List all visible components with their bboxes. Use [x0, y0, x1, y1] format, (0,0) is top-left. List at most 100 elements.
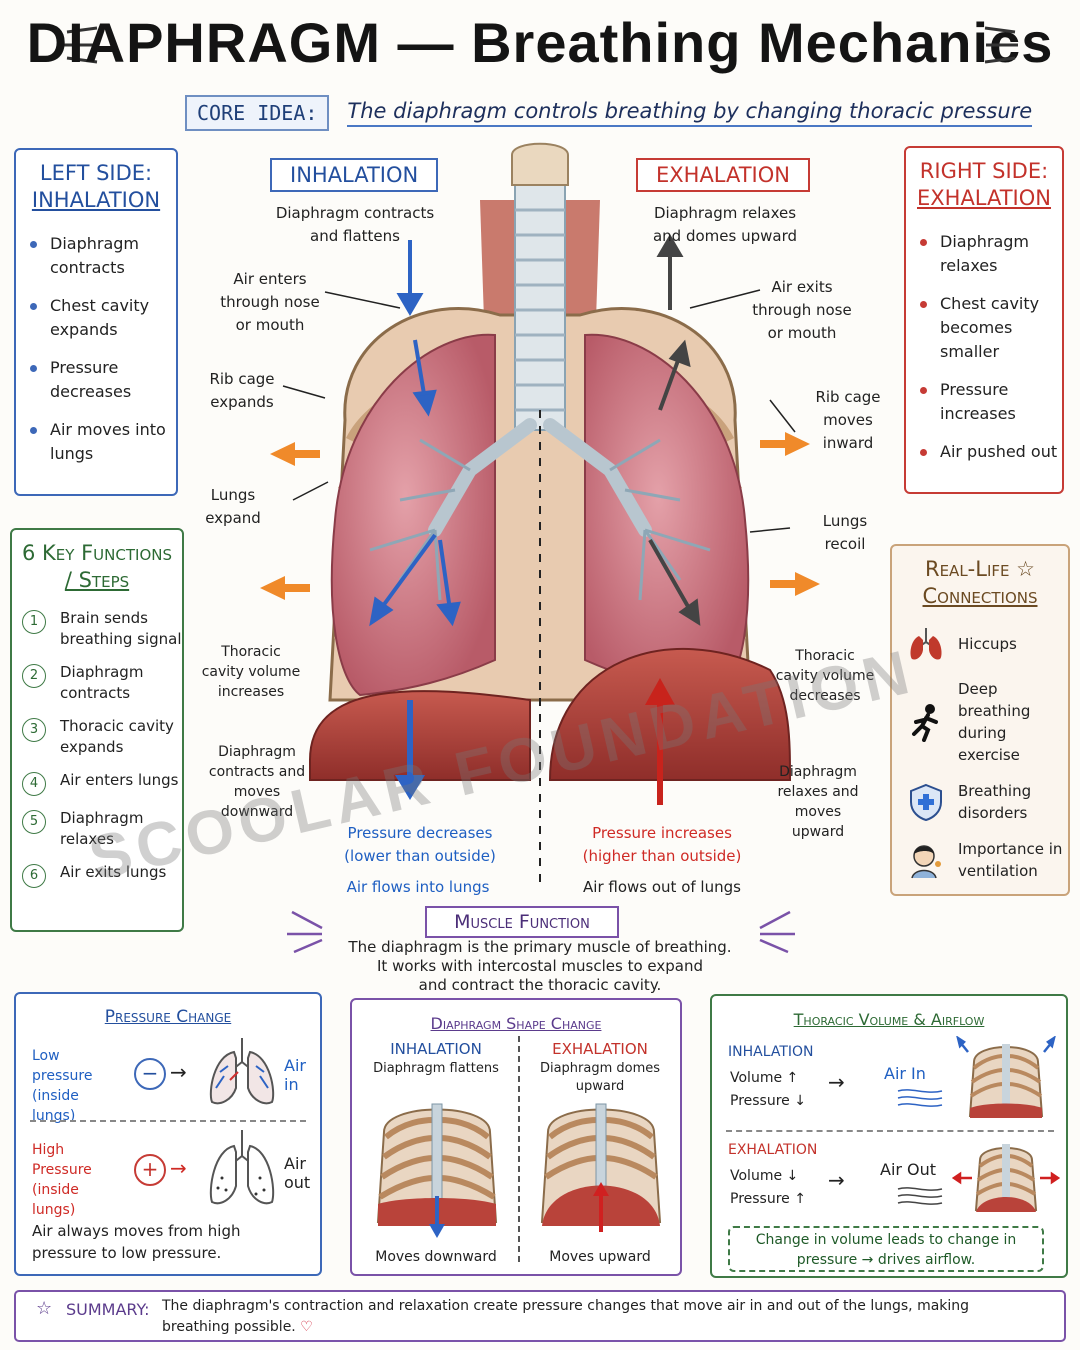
pressure-increases-label: Pressure increases (higher than outside): [572, 822, 752, 868]
real-life-text: Importance in ventilation: [958, 840, 1063, 880]
air-out-label: Air Out: [880, 1160, 937, 1179]
left-panel-title: LEFT SIDE: INHALATION: [16, 160, 176, 214]
trachea: [514, 179, 566, 431]
moves-downward-label: Moves downward: [375, 1249, 497, 1265]
summary-text: The diaphragm's contraction and relaxati…: [162, 1296, 1032, 1338]
muscle-deco-right: [759, 910, 795, 954]
muscle-text-line-3: and contract the thoracic cavity.: [418, 976, 662, 994]
person-icon: [911, 845, 941, 879]
list-item: Pressure increases: [920, 378, 1062, 426]
real-life-item: Hiccups: [906, 624, 1068, 664]
step-item: 5 Diaphragm relaxes: [22, 808, 182, 850]
shape-change-title: Diaphragm Shape Change: [430, 1014, 602, 1033]
pressure-decreases-line-1: Pressure decreases: [347, 824, 493, 842]
pressure-increases-line-2: (higher than outside): [582, 847, 742, 865]
exhalation-pressure: Pressure ↑: [730, 1191, 806, 1207]
shape-inhalation-label: INHALATION: [390, 1040, 482, 1058]
core-idea-label: CORE IDEA:: [185, 95, 330, 131]
pressure-increases-line-1: Pressure increases: [592, 824, 732, 842]
list-item-text: Air moves into lungs: [50, 420, 166, 463]
star-icon: ☆: [1016, 557, 1035, 581]
step-number: 2: [22, 664, 46, 688]
left-panel-title-1: LEFT SIDE:: [39, 161, 153, 185]
thoracic-increase-label: Thoracic cavity volume increases: [201, 644, 301, 700]
shape-inhalation-sub: Diaphragm flattens: [373, 1061, 499, 1076]
ribcage-dome-icon: [540, 1103, 662, 1232]
plus-icon: +: [134, 1154, 166, 1186]
real-life-item: Breathing disorders: [906, 780, 1068, 824]
list-item: Chest cavity expands: [30, 294, 176, 342]
high-pressure-line-1: High Pressure: [32, 1142, 92, 1178]
lungs-out-icon: [209, 1130, 275, 1205]
right-panel-title: RIGHT SIDE: EXHALATION: [906, 158, 1062, 212]
real-life-title-1: Real-Life: [924, 557, 1010, 581]
step-text: Air exits lungs: [60, 863, 167, 881]
pressure-divider: [30, 1120, 306, 1122]
ribcage-expand-icon: [956, 1036, 1056, 1118]
runner-icon: [912, 704, 938, 742]
key-functions-title-1: 6 Key Functions: [21, 541, 172, 565]
step-text: Thoracic cavity expands: [60, 717, 174, 756]
step-number: 4: [22, 772, 46, 796]
summary-label: SUMMARY:: [66, 1300, 150, 1319]
core-idea: CORE IDEA: The diaphragm controls breath…: [185, 94, 1033, 132]
airflow-out-icon: [897, 1187, 943, 1205]
ribcage-flat-icon: [376, 1103, 498, 1238]
larynx: [511, 142, 569, 186]
inhalation-subtitle: Diaphragm contracts and flattens: [275, 204, 435, 245]
shape-change-panel: Diaphragm Shape Change INHALATION Diaphr…: [350, 998, 682, 1276]
muscle-function-tag: Muscle Function: [425, 906, 619, 938]
volume-exhalation-label: EXHALATION: [728, 1142, 818, 1158]
summary-panel: ☆ SUMMARY: The diaphragm's contraction a…: [14, 1290, 1066, 1342]
muscle-text-line-1: The diaphragm is the primary muscle of b…: [348, 938, 732, 956]
air-out-label: Air out: [284, 1154, 311, 1192]
real-life-panel: Real-Life ☆ Connections Hiccups Deep bre…: [890, 544, 1070, 896]
list-item: Air moves into lungs: [30, 418, 176, 466]
diaphragm-up-arrow: [645, 678, 675, 805]
heart-icon: ♡: [300, 1319, 313, 1335]
key-functions-title-2: / Steps: [64, 568, 130, 592]
rib-expands-label: Rib cage expands: [209, 370, 275, 411]
muscle-deco-left: [287, 910, 323, 954]
inhalation-pressure: Pressure ↓: [730, 1093, 806, 1109]
arrow-right-icon: →: [828, 1168, 845, 1192]
high-pressure-line-2: (inside lungs): [32, 1182, 79, 1218]
pressure-decreases-line-2: (lower than outside): [344, 847, 496, 865]
muscle-text-line-2: It works with intercostal muscles to exp…: [377, 957, 703, 975]
air-flows-in-label: Air flows into lungs: [346, 878, 490, 896]
pressure-rule-text: Air always moves from high pressure to l…: [32, 1222, 241, 1262]
list-item: Pressure decreases: [30, 356, 176, 404]
inhale-airflow-arrows: [369, 240, 461, 627]
list-item-text: Pressure decreases: [50, 358, 132, 401]
air-enters-label: Air enters through nose or mouth: [220, 270, 320, 334]
exhale-airflow-arrows: [648, 234, 701, 626]
page-title: DIAPHRAGM — Breathing Mechanics: [26, 11, 1054, 74]
real-life-item: Deep breathing during exercise: [906, 678, 1068, 766]
step-text: Diaphragm relaxes: [60, 809, 144, 848]
exhalation-volume: Volume ↓: [730, 1168, 799, 1184]
title-deco-left: [62, 20, 102, 74]
step-number: 6: [22, 864, 46, 888]
real-life-title-2: Connections: [922, 584, 1038, 608]
right-side-panel: RIGHT SIDE: EXHALATION Diaphragm relaxes…: [904, 146, 1064, 494]
arrow-right-icon: →: [828, 1070, 845, 1094]
exhalation-tag: EXHALATION: [636, 158, 810, 192]
step-number: 3: [22, 718, 46, 742]
inhalation-tag: INHALATION: [270, 158, 439, 192]
thoracic-decrease-label: Thoracic cavity volume decreases: [775, 648, 875, 704]
ribcage-contract-icon: [952, 1144, 1060, 1212]
diaphragm-down-arrow: [395, 700, 425, 800]
medical-shield-icon: [910, 783, 942, 822]
step-number: 1: [22, 610, 46, 634]
bronchioles: [369, 438, 711, 601]
step-text: Diaphragm contracts: [60, 663, 144, 702]
list-item-text: Chest cavity expands: [50, 296, 150, 339]
step-number: 5: [22, 810, 46, 834]
air-exits-label: Air exits through nose or mouth: [752, 278, 852, 342]
list-item-text: Pressure increases: [940, 380, 1016, 423]
lungs-expand-label: Lungs expand: [205, 486, 261, 527]
lungs-recoil-label: Lungs recoil: [822, 512, 868, 553]
list-item-text: Diaphragm relaxes: [940, 232, 1029, 275]
diaphragm-left-flat: [309, 690, 531, 781]
